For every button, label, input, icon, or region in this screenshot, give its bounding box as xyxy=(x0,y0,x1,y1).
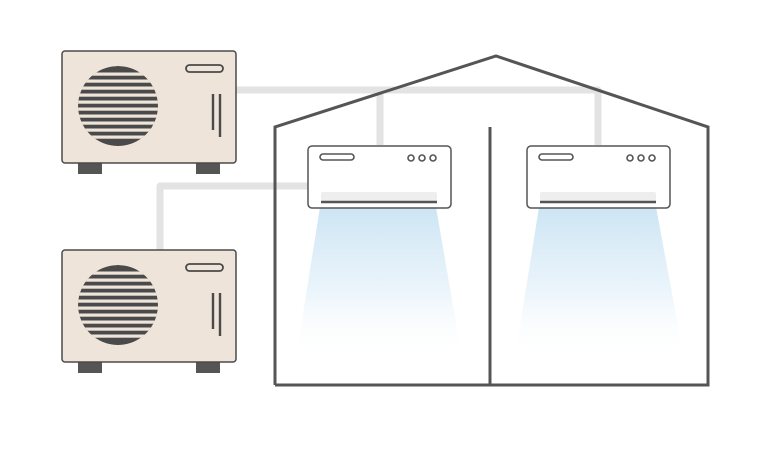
fan-grille-icon xyxy=(78,265,158,345)
outdoor-ac-unit-icon xyxy=(61,249,237,373)
indicator-dot-icon xyxy=(637,154,645,162)
outdoor-unit-label-slot xyxy=(185,263,224,272)
outdoor-unit-bottom xyxy=(61,249,237,373)
outdoor-unit-feet-right xyxy=(196,361,220,373)
airflow xyxy=(296,207,684,358)
outdoor-unit-top xyxy=(61,50,237,174)
airflow-left xyxy=(296,207,462,358)
house-outline xyxy=(273,54,710,387)
indoor-unit-vent xyxy=(540,192,656,201)
indoor-unit-left xyxy=(307,145,452,209)
indoor-unit-display-slot xyxy=(538,153,574,161)
outdoor-unit-feet-right xyxy=(196,162,220,174)
airflow-right xyxy=(515,207,684,358)
indicator-dot-icon xyxy=(648,154,656,162)
indoor-unit-vent xyxy=(321,192,437,201)
indoor-unit-right xyxy=(526,145,671,209)
pipe-bottom-unit xyxy=(156,182,308,250)
outdoor-unit-feet-left xyxy=(78,162,102,174)
fan-grille-icon xyxy=(78,66,158,146)
house xyxy=(273,54,710,387)
outdoor-unit-feet-left xyxy=(78,361,102,373)
wall-ac-unit-icon xyxy=(526,145,671,209)
outdoor-unit-label-slot xyxy=(185,64,224,73)
outdoor-ac-unit-icon xyxy=(61,50,237,174)
indicator-dot-icon xyxy=(407,154,415,162)
indoor-unit-display-slot xyxy=(319,153,355,161)
indicator-dot-icon xyxy=(429,154,437,162)
indicator-dot-icon xyxy=(418,154,426,162)
wall-ac-unit-icon xyxy=(307,145,452,209)
indicator-dot-icon xyxy=(626,154,634,162)
pipe-top-unit-main xyxy=(236,86,602,145)
